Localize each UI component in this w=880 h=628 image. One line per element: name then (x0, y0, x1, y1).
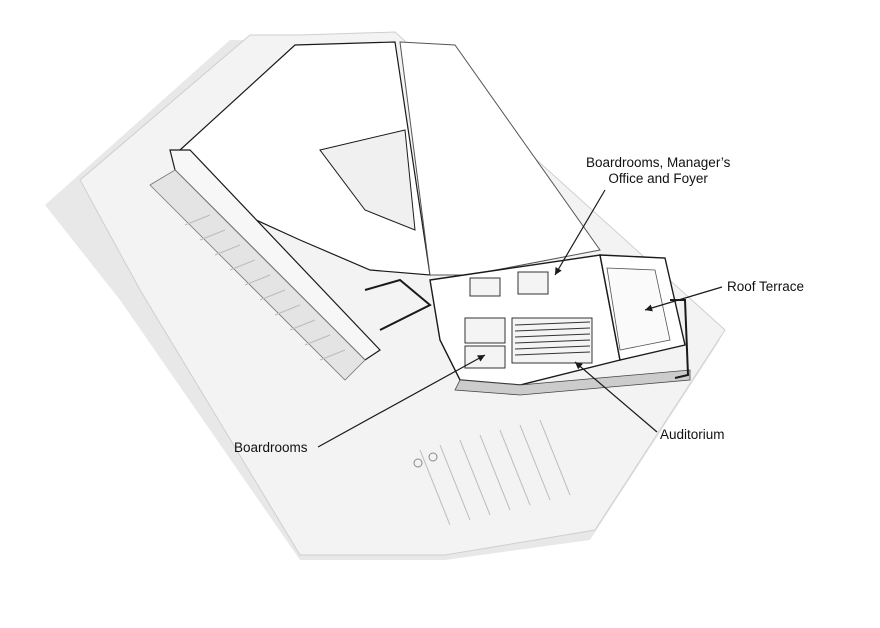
label-boardrooms-manager: Boardrooms, Manager’s Office and Foyer (586, 155, 730, 187)
label-auditorium: Auditorium (660, 427, 725, 442)
east-court (399, 41, 601, 276)
south-parking (419, 419, 571, 526)
label-boardrooms: Boardrooms (234, 440, 308, 455)
label-boardrooms-manager-line2: Office and Foyer (608, 171, 708, 186)
main-block-facade (454, 369, 691, 396)
west-block-facade (149, 169, 366, 381)
leader-boardrooms-manager (554, 189, 606, 276)
accessible-parking-icon (413, 452, 438, 468)
west-block (169, 149, 381, 361)
leader-roof-terrace (644, 286, 723, 312)
boardroom-rooms (464, 271, 549, 369)
label-boardrooms-manager-line1: Boardrooms, Manager’s (586, 155, 731, 170)
label-roof-terrace: Roof Terrace (727, 279, 805, 294)
north-wing-courtyard (319, 129, 416, 231)
roof-terrace-surface (606, 267, 671, 351)
west-parking (184, 214, 346, 361)
auditorium-seating (511, 317, 593, 364)
leader-auditorium (574, 361, 658, 433)
leader-boardrooms (317, 354, 486, 448)
